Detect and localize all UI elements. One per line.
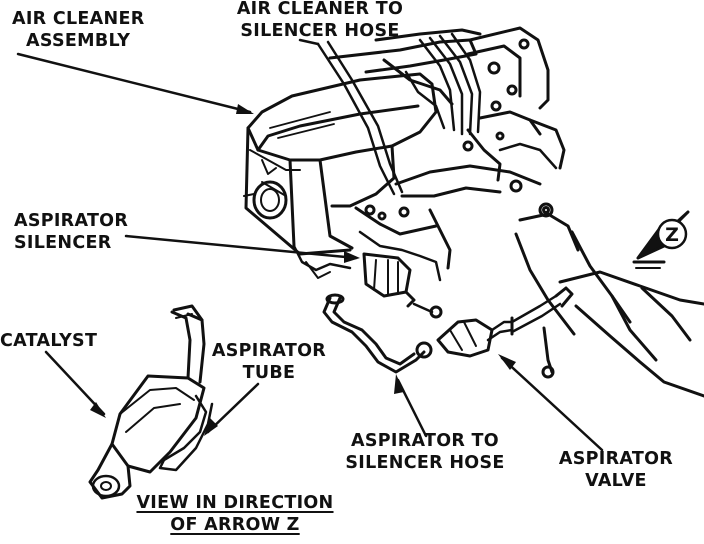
label-ac-hose-line1: AIR CLEANER TO [236,0,404,19]
label-asp-hose-line2: SILENCER HOSE [345,453,505,473]
label-air-cleaner-assembly: AIR CLEANER ASSEMBLY [12,8,145,52]
label-catalyst: CATALYST [0,331,98,351]
aspirator-valve [436,286,574,379]
label-ac-hose-line2: SILENCER HOSE [240,21,400,41]
label-aspirator-valve: ASPIRATOR VALVE [554,448,678,492]
leader-arrowheads [90,104,516,436]
label-tube-line1: ASPIRATOR [211,341,327,361]
label-air-cleaner-to-silencer-hose: AIR CLEANER TO SILENCER HOSE [226,0,414,42]
catalyst-converter [88,304,214,500]
arrow-z-letter: Z [665,224,679,246]
label-air-cleaner-line2: ASSEMBLY [26,31,131,51]
label-view-direction: VIEW IN DIRECTION OF ARROW Z [126,492,344,536]
label-aspirator-to-silencer-hose: ASPIRATOR TO SILENCER HOSE [332,430,518,474]
arrow-z-marker [632,210,690,269]
label-aspirator-tube: ASPIRATOR TUBE [204,340,334,384]
label-air-cleaner-line1: AIR CLEANER [12,9,145,29]
intake-ducts [316,28,482,196]
label-aspirator-silencer: ASPIRATOR SILENCER [14,210,128,254]
aspirator-silencer [362,252,443,319]
label-silencer-line2: SILENCER [14,233,112,253]
label-view-line1: VIEW IN DIRECTION [136,493,334,513]
label-asp-hose-line1: ASPIRATOR TO [351,431,499,451]
engine-block [354,26,704,398]
label-view-line2: OF ARROW Z [170,515,300,535]
label-valve-line1: ASPIRATOR [558,449,674,469]
label-tube-line2: TUBE [242,363,296,383]
aspirator-hose [322,293,433,374]
label-valve-line2: VALVE [585,471,647,491]
air-cleaner-assembly [243,72,438,279]
label-silencer-line1: ASPIRATOR [14,211,129,231]
